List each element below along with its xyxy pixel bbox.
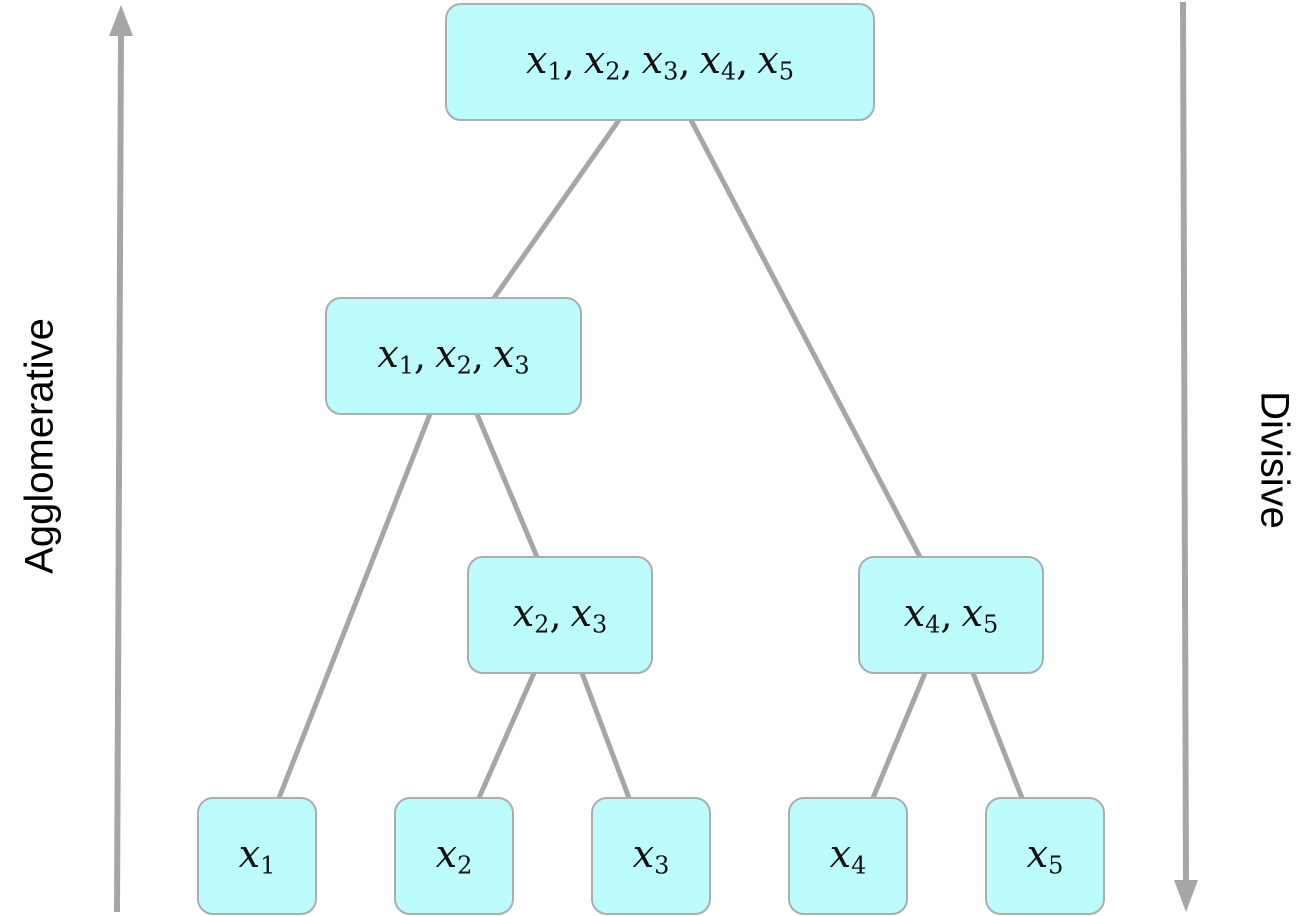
variable-base: x [435,832,458,877]
node-x1: x1 [197,797,317,915]
node-x4: x4 [788,797,908,915]
variable-base: x [377,332,399,377]
tree-edges [276,118,1025,800]
variable-x5: x5 [1027,832,1064,880]
variable-x5: x5 [757,38,794,86]
variable-base: x [757,38,779,83]
agglomerative-label: Agglomerative [17,318,62,574]
variable-subscript: 1 [547,57,563,86]
comma-separator: , [736,40,749,84]
divisive-arrow-shaft [1180,1,1189,883]
variable-subscript: 4 [925,610,941,639]
comma-separator: , [549,593,562,637]
edge-n23-x3 [579,672,632,799]
variable-x4: x4 [699,38,736,86]
edge-n123-n23 [474,413,540,558]
comma-separator: , [471,334,484,378]
variable-x2: x2 [584,38,621,86]
variable-x3: x3 [493,332,530,380]
variable-x2: x2 [435,332,472,380]
edge-root-n123 [491,118,622,300]
node-x1-x2-x3: x1,x2,x3 [325,297,582,415]
comma-separator: , [414,334,427,378]
variable-subscript: 3 [663,57,679,86]
variable-base: x [526,38,548,83]
node-x1-x2-x3-x4-x5: x1,x2,x3,x4,x5 [445,3,875,121]
variable-x3: x3 [571,591,608,639]
variable-subscript: 1 [398,351,415,380]
variable-base: x [632,832,655,877]
node-x2-x3: x2,x3 [467,556,653,674]
variable-base: x [492,332,515,377]
variable-x1: x1 [377,332,414,380]
variable-subscript: 5 [982,610,999,639]
variable-subscript: 2 [456,351,472,380]
variable-base: x [961,591,983,636]
variable-x4: x4 [830,832,867,880]
variable-subscript: 4 [851,851,867,880]
variable-base: x [435,332,457,377]
edge-root-n45 [688,118,923,559]
edge-n45-x4 [870,672,928,799]
variable-subscript: 5 [1048,851,1064,880]
variable-subscript: 2 [457,851,473,880]
variable-subscript: 3 [654,851,670,880]
node-x2: x2 [394,797,514,915]
variable-x1: x1 [526,38,563,86]
variable-base: x [641,38,664,83]
variable-base: x [570,591,592,636]
divisive-label: Divisive [1252,391,1297,529]
edge-n45-x5 [970,672,1025,799]
variable-subscript: 2 [605,57,621,86]
comma-separator: , [940,593,953,637]
variable-base: x [699,38,721,83]
divisive-arrowhead-icon [1174,880,1198,912]
variable-base: x [238,832,261,877]
variable-base: x [1026,832,1049,877]
edge-n23-x2 [476,671,537,800]
variable-subscript: 2 [534,610,550,639]
node-x5: x5 [985,797,1105,915]
comma-separator: , [620,40,633,84]
variable-base: x [903,591,926,636]
variable-base: x [512,591,535,636]
variable-x1: x1 [239,832,276,880]
variable-base: x [829,832,852,877]
agglomerative-arrow-shaft [114,33,124,913]
variable-x2: x2 [513,591,550,639]
variable-x3: x3 [642,38,679,86]
variable-subscript: 3 [514,351,530,380]
variable-x3: x3 [633,832,670,880]
variable-x2: x2 [436,832,473,880]
comma-separator: , [562,40,575,84]
agglomerative-arrowhead-icon [109,5,133,36]
node-x4-x5: x4,x5 [858,556,1044,674]
variable-base: x [583,38,606,83]
comma-separator: , [678,40,691,84]
variable-subscript: 3 [591,610,608,639]
variable-subscript: 4 [720,57,737,86]
edge-n123-x1 [276,413,433,799]
variable-x4: x4 [904,591,941,639]
variable-subscript: 1 [260,851,276,880]
node-x3: x3 [591,797,711,915]
variable-x5: x5 [962,591,999,639]
variable-subscript: 5 [778,57,794,86]
